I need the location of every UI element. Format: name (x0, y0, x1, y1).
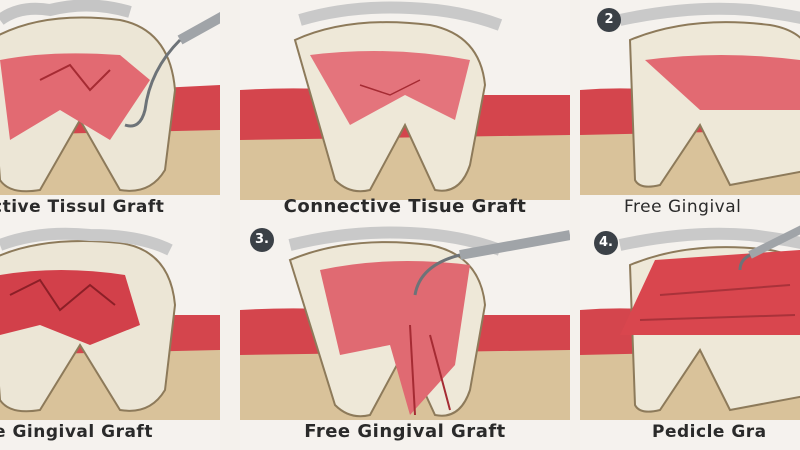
step-number-badge: 2 (597, 8, 621, 32)
tooth-illustration (0, 227, 220, 420)
panel-5: 3. Free Gingival Graft (240, 225, 570, 450)
dental-probe-icon (738, 225, 800, 271)
panel-1: 1. ctive Tissul Graft (0, 0, 220, 225)
panel-caption: ctive Tissul Graft (0, 197, 165, 217)
panel-2: Connective Tisue Graft (240, 0, 570, 225)
step-number-badge: 3. (250, 228, 274, 252)
dental-probe-icon (413, 230, 570, 296)
tooth-illustration (0, 0, 220, 195)
panel-6: 4. Pedicle Gra (580, 225, 800, 450)
tooth-illustration (580, 227, 800, 420)
panel-3: 2 Free Gingival (580, 0, 800, 225)
panel-4: e Gingival Graft (0, 225, 220, 450)
panel-caption: e Gingival Graft (0, 422, 153, 442)
tooth-illustration (240, 1, 570, 200)
panel-caption: Pedicle Gra (652, 422, 767, 442)
panel-caption: Free Gingival Graft (304, 421, 506, 442)
step-number-badge: 4. (594, 231, 618, 255)
panel-caption: Connective Tisue Graft (283, 196, 527, 217)
tooth-illustration (580, 2, 800, 195)
dental-probe-icon (124, 12, 220, 128)
tooth-illustration (240, 226, 570, 420)
panel-caption: Free Gingival (624, 197, 742, 217)
